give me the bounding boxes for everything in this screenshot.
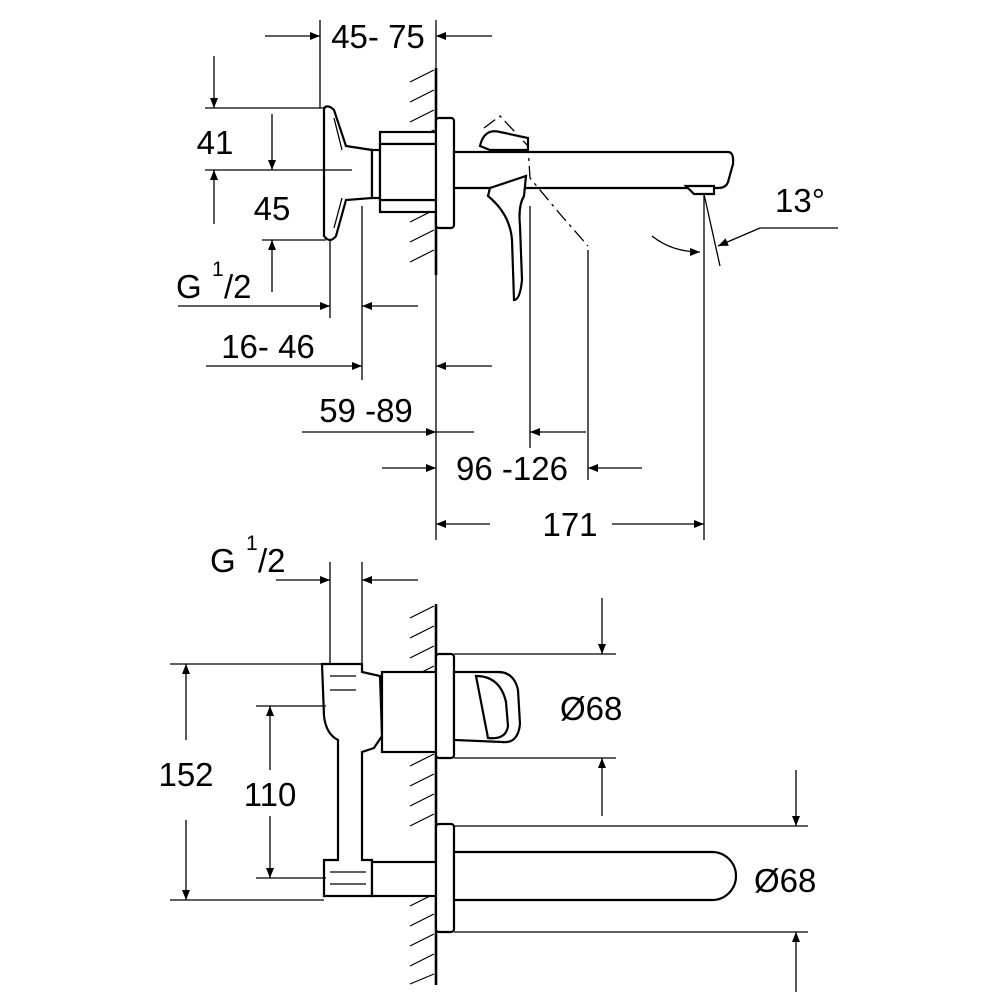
dim-spout-tip-label: 96 -126: [456, 450, 568, 487]
concealed-body-side: [322, 105, 438, 242]
dim-lever-axis-label: 45: [254, 190, 291, 227]
dim-thread-offset: 16- 46: [206, 328, 492, 370]
svg-text:G: G: [210, 542, 236, 579]
dim-total-height: 152: [158, 663, 324, 901]
dim-angle-label: 13°: [775, 182, 825, 219]
side-view: 45- 75 41 45 G 1 /2 16-: [176, 18, 838, 543]
svg-text:/2: /2: [258, 542, 286, 579]
dim-lever-top-label: 41: [197, 124, 234, 161]
svg-text:1: 1: [212, 258, 224, 281]
spout-front: [434, 822, 738, 934]
dim-total-length: 171: [436, 194, 705, 543]
thread-label-side: G 1 /2: [176, 206, 418, 380]
dim-thread-offset-label: 16- 46: [221, 328, 315, 365]
dim-handle-diameter: Ø68: [454, 598, 622, 816]
dim-spout-diameter: Ø68: [454, 770, 816, 992]
handle-side: [478, 115, 589, 302]
dim-spout-diameter-label: Ø68: [754, 862, 816, 899]
svg-text:/2: /2: [224, 268, 252, 305]
dim-wall-depth: 59 -89: [302, 206, 589, 480]
dim-spout-tip: 96 -126: [382, 450, 642, 487]
thread-label-front: G 1 /2: [210, 532, 418, 664]
dim-projection: 45- 75: [265, 18, 492, 108]
svg-text:G: G: [176, 268, 202, 305]
dim-center-distance: 110: [244, 705, 326, 879]
wall-hatch-bottom: [409, 604, 438, 985]
svg-text:1: 1: [246, 532, 258, 555]
dim-center-distance-label: 110: [244, 776, 297, 813]
dim-wall-depth-label: 59 -89: [319, 392, 413, 429]
concealed-body-front: [320, 662, 438, 898]
dim-angle: 13°: [651, 182, 838, 267]
dim-lever-top: 41: [197, 56, 352, 224]
dim-total-height-label: 152: [158, 756, 213, 793]
front-view: G 1 /2 152 110: [158, 532, 816, 992]
dim-total-length-label: 171: [542, 506, 597, 543]
dim-handle-diameter-label: Ø68: [560, 690, 622, 727]
wall-plate-side: [434, 116, 456, 230]
handle-front: [434, 652, 522, 760]
dim-lever-axis: 45: [254, 114, 326, 292]
dim-projection-label: 45- 75: [331, 18, 425, 55]
